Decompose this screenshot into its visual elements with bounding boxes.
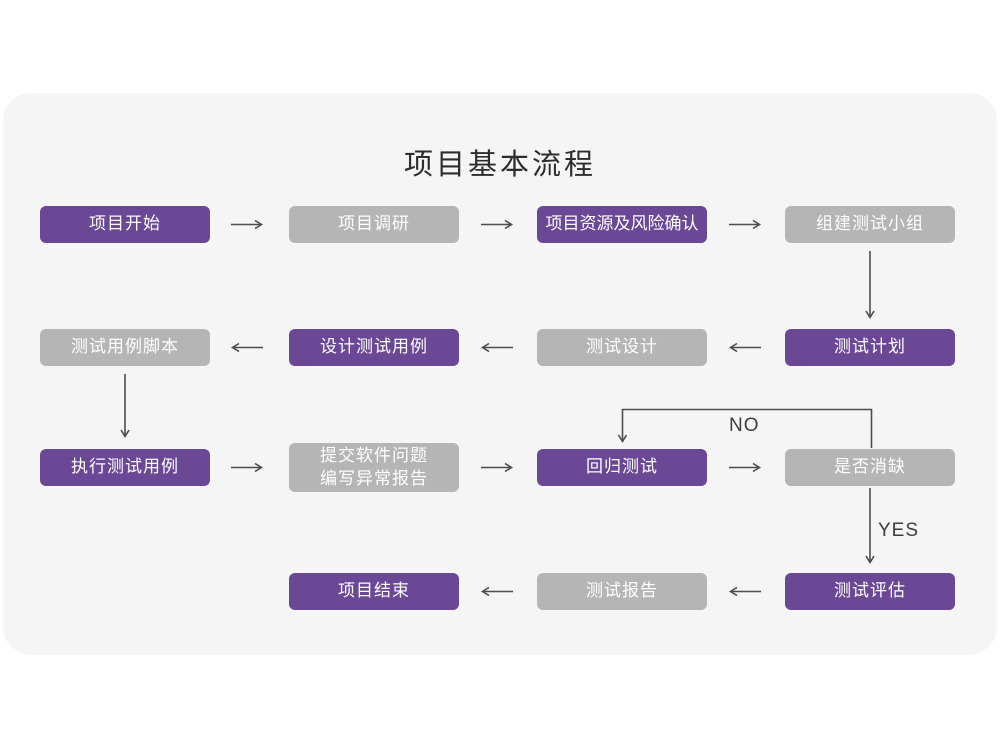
flow-node-regression-test: 回归测试 — [537, 449, 707, 486]
flow-node-submit-issues-report: 提交软件问题 编写异常报告 — [289, 443, 459, 492]
edge-label-yes: YES — [878, 520, 920, 541]
flow-node-test-report: 测试报告 — [537, 573, 707, 610]
flow-node-project-end: 项目结束 — [289, 573, 459, 610]
flow-node-project-start: 项目开始 — [40, 206, 210, 243]
flow-node-project-research: 项目调研 — [289, 206, 459, 243]
diagram-title: 项目基本流程 — [403, 149, 596, 181]
flow-node-test-plan: 测试计划 — [785, 329, 955, 366]
flow-node-execute-test-cases: 执行测试用例 — [40, 449, 210, 486]
flow-node-test-evaluation: 测试评估 — [785, 573, 955, 610]
flow-node-test-design: 测试设计 — [537, 329, 707, 366]
flow-node-defect-cleared: 是否消缺 — [785, 449, 955, 486]
flow-node-resource-risk-confirm: 项目资源及风险确认 — [537, 206, 707, 243]
flowchart-card-background — [3, 93, 997, 655]
flow-node-design-test-cases: 设计测试用例 — [289, 329, 459, 366]
flow-node-test-case-script: 测试用例脚本 — [40, 329, 210, 366]
edge-label-no: NO — [729, 415, 760, 436]
flow-node-build-test-team: 组建测试小组 — [785, 206, 955, 243]
